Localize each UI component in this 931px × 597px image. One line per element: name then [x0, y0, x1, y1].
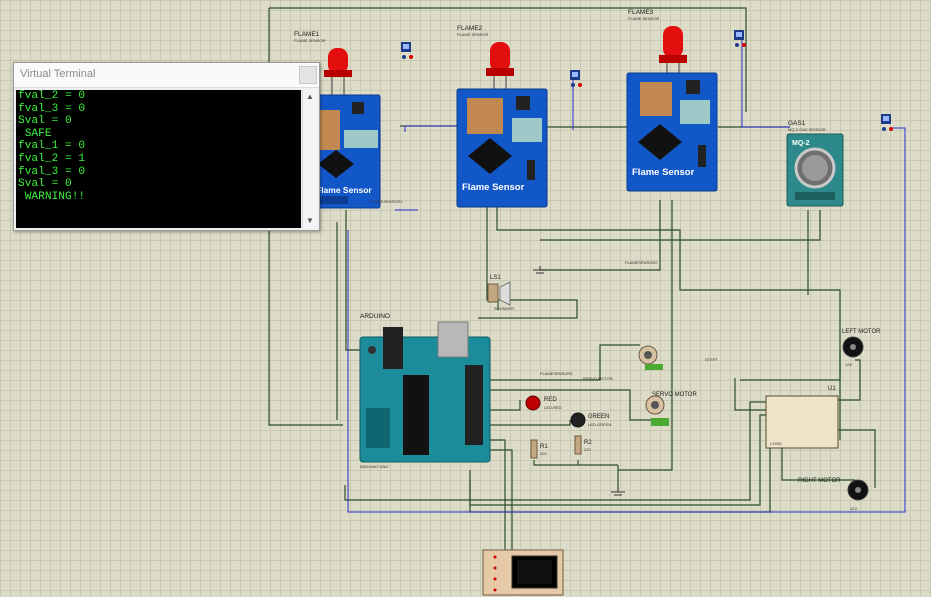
- flame3-board-text: Flame Sensor: [632, 167, 695, 178]
- flame-sensor-3[interactable]: FLAME3 FLAME SENSOR Flame Sensor: [626, 9, 718, 192]
- terminal-title: Virtual Terminal: [20, 68, 96, 80]
- gas-sensor[interactable]: GAS1 MQ-2 GAS SENSOR MQ-2: [786, 120, 844, 207]
- u1-label: U1: [828, 386, 836, 392]
- arduino-label: ARDUINO: [360, 313, 390, 320]
- motor-driver-u1[interactable]: U1 L293D: [765, 386, 839, 449]
- led-green[interactable]: GREEN LED-GREEN: [570, 412, 611, 428]
- ground-symbol: [533, 266, 625, 496]
- terminal-titlebar[interactable]: Virtual Terminal: [14, 63, 319, 88]
- flame1-label: FLAME1: [294, 31, 320, 38]
- terminal-line: fval_2 = 0: [18, 90, 86, 102]
- terminal-screen[interactable]: fval_2 = 0 fval_3 = 0 Sval = 0 SAFE fval…: [16, 90, 301, 228]
- chevron-up-icon[interactable]: ▲: [306, 92, 314, 101]
- resistor-r2[interactable]: R2 220: [574, 435, 592, 455]
- r2-value: 220: [584, 447, 591, 452]
- flame2-type: FLAME SENSOR: [457, 32, 488, 37]
- probe-icon[interactable]: [570, 70, 582, 87]
- right-motor-label: RIGHT MOTOR: [798, 478, 841, 484]
- left-motor[interactable]: LEFT MOTOR 12V: [842, 329, 881, 367]
- net-label: FLAMESENSOR1: [370, 199, 403, 204]
- red-type: LED-RED: [544, 405, 562, 410]
- chevron-down-icon[interactable]: ▼: [306, 216, 314, 225]
- flame-sensor-2[interactable]: FLAME2 FLAME SENSOR Flame Sensor: [456, 25, 548, 208]
- right-motor[interactable]: RIGHT MOTOR 12V: [798, 478, 869, 511]
- net-label: FLAMESENSOR3: [540, 371, 573, 376]
- virtual-terminal-instrument[interactable]: [482, 549, 564, 596]
- probe-icon[interactable]: [401, 42, 413, 59]
- probe-icon[interactable]: [734, 30, 746, 47]
- right-motor-part: 12V: [850, 506, 857, 511]
- ls1-type: SOUNDER: [494, 306, 514, 311]
- led-red[interactable]: RED LED-RED: [525, 395, 562, 411]
- arduino-part: ARDUINO UNO: [360, 464, 388, 469]
- terminal-line: Sval = 0: [18, 178, 72, 191]
- flame-led-icon: [328, 48, 348, 74]
- flame-led-icon: [490, 42, 510, 72]
- terminal-line: fval_3 = 0: [18, 165, 86, 178]
- resistor-r1[interactable]: R1 220: [530, 439, 548, 459]
- flame1-board-text: Flame Sensor: [316, 185, 372, 195]
- gas-chip-label: MQ-2: [792, 140, 810, 147]
- terminal-line: fval_1 = 0: [18, 140, 86, 153]
- servo-label: SERVO MOTOR: [652, 392, 697, 398]
- red-label: RED: [544, 397, 557, 403]
- flame2-label: FLAME2: [457, 25, 483, 32]
- blue-wires: [347, 40, 906, 513]
- terminal-line: SAFE: [18, 127, 52, 140]
- flame-led-icon: [663, 26, 683, 58]
- left-motor-part: 12V: [845, 362, 852, 367]
- terminal-scrollbar[interactable]: ▲ ▼: [302, 90, 317, 228]
- r1-value: 220: [540, 451, 547, 456]
- flame3-type: FLAME SENSOR: [628, 16, 659, 21]
- left-motor-label: LEFT MOTOR: [842, 329, 881, 335]
- ls1-label: LS1: [490, 275, 501, 281]
- net-label: SERVO MOTOR: [583, 376, 613, 381]
- terminal-line: WARNING!!: [18, 190, 86, 203]
- gas-type: MQ-2 GAS SENSOR: [788, 127, 826, 132]
- arduino-uno[interactable]: ARDUINO ARDUINO UNO: [359, 313, 491, 469]
- flame1-type: FLAME SENSOR: [294, 38, 325, 43]
- terminal-line: fval_3 = 0: [18, 102, 86, 115]
- servo-motor[interactable]: SERVO MOTOR: [638, 345, 697, 426]
- green-label: GREEN: [588, 414, 609, 420]
- gas-label: GAS1: [788, 120, 806, 127]
- net-labels: FLAMESENSOR1 FLAMESENSOR2 SERVO MOTOR ST…: [370, 199, 718, 381]
- net-label: STEPT: [705, 357, 718, 362]
- flame2-board-text: Flame Sensor: [462, 182, 525, 193]
- u1-part: L293D: [770, 441, 782, 446]
- net-label: FLAMESENSOR2: [625, 260, 658, 265]
- wires: [268, 7, 876, 561]
- sounder-ls1[interactable]: LS1 SOUNDER: [487, 275, 514, 311]
- r1-label: R1: [540, 444, 548, 450]
- r2-label: R2: [584, 440, 592, 446]
- flame-sensor-1[interactable]: FLAME1 FLAME SENSOR Flame Sensor: [294, 31, 381, 209]
- green-type: LED-GREEN: [588, 422, 611, 427]
- close-button[interactable]: [299, 66, 317, 84]
- terminal-line: fval_2 = 1: [18, 152, 86, 165]
- virtual-terminal-window[interactable]: Virtual Terminal fval_2 = 0 fval_3 = 0 S…: [13, 62, 320, 231]
- probe-icon[interactable]: [881, 114, 893, 131]
- terminal-line: Sval = 0: [18, 115, 72, 128]
- flame3-label: FLAME3: [628, 9, 654, 16]
